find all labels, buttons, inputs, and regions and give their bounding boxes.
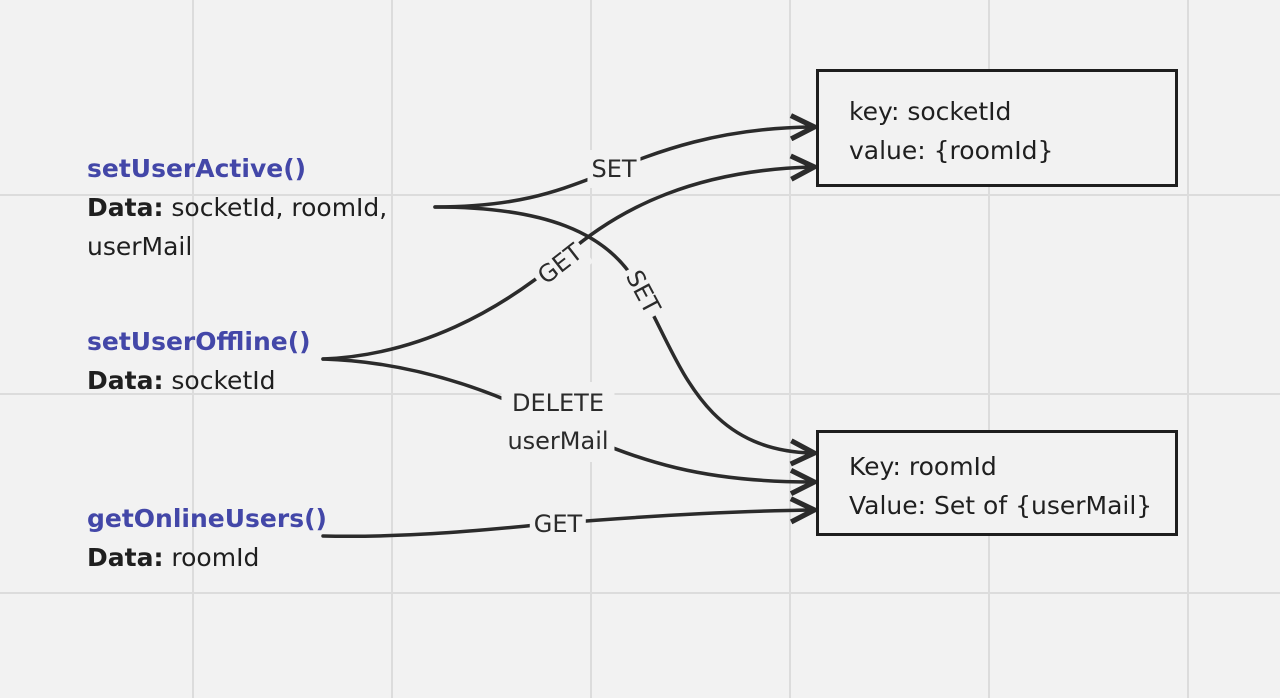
function-name: getOnlineUsers() xyxy=(87,504,327,533)
function-data: Data: socketId xyxy=(87,361,311,400)
data-params: roomId xyxy=(171,543,260,572)
data-params: socketId xyxy=(171,366,276,395)
function-set-user-active: setUserActive() Data: socketId, roomId, … xyxy=(87,149,387,266)
function-data: Data: socketId, roomId, xyxy=(87,188,387,227)
store-value: Value: Set of {userMail} xyxy=(849,491,1153,520)
edge-label-get-room: GET xyxy=(529,505,587,543)
edge-label-delete-room: DELETE userMail xyxy=(501,382,615,462)
data-key: Data: xyxy=(87,193,164,222)
store-key: key: socketId xyxy=(849,97,1012,126)
function-get-online-users: getOnlineUsers() Data: roomId xyxy=(87,499,327,577)
data-key: Data: xyxy=(87,366,164,395)
edge-label-line1: DELETE xyxy=(511,389,605,417)
function-set-user-offline: setUserOffline() Data: socketId xyxy=(87,322,311,400)
function-name: setUserOffline() xyxy=(87,327,311,356)
edge-label-set-socket: SET xyxy=(587,150,641,188)
edge-label-line2: userMail xyxy=(507,427,609,455)
data-params: socketId, roomId, xyxy=(171,193,388,222)
store-value: value: {roomId} xyxy=(849,136,1054,165)
edge-active-to-room xyxy=(433,205,812,453)
room-store-box[interactable]: Key: roomId Value: Set of {userMail} xyxy=(816,430,1178,536)
socket-store-box[interactable]: key: socketId value: {roomId} xyxy=(816,69,1178,187)
store-key: Key: roomId xyxy=(849,452,997,481)
function-name: setUserActive() xyxy=(87,154,307,183)
function-data: Data: roomId xyxy=(87,538,327,577)
data-params-continued: userMail xyxy=(87,232,193,261)
data-key: Data: xyxy=(87,543,164,572)
